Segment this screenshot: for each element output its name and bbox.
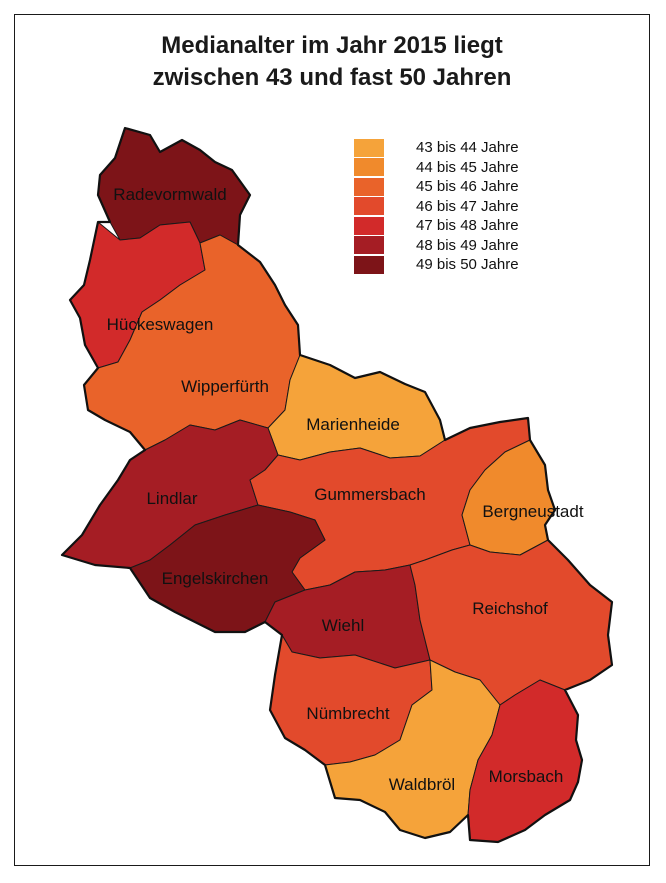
legend-item: 43 bis 44 Jahre — [354, 138, 519, 158]
label-lindlar: Lindlar — [146, 489, 197, 508]
legend-swatch — [354, 236, 384, 255]
label-radevormwald: Radevormwald — [113, 185, 226, 204]
region-marienheide[interactable] — [267, 354, 446, 461]
region-labels: Radevormwald Hückeswagen Wipperfürth Mar… — [107, 185, 584, 794]
legend-label: 44 bis 45 Jahre — [416, 158, 519, 176]
legend-swatch — [354, 255, 384, 274]
label-wipperfuerth: Wipperfürth — [181, 377, 269, 396]
legend-item: 45 bis 46 Jahre — [354, 177, 519, 197]
map-title: Medianalter im Jahr 2015 liegt zwischen … — [14, 30, 650, 94]
legend-item: 44 bis 45 Jahre — [354, 158, 519, 178]
legend-swatch — [354, 177, 384, 196]
legend-label: 48 bis 49 Jahre — [416, 236, 519, 254]
label-engelskirchen: Engelskirchen — [162, 569, 269, 588]
legend-label: 43 bis 44 Jahre — [416, 139, 519, 157]
district-outline — [60, 126, 614, 844]
legend-label: 45 bis 46 Jahre — [416, 178, 519, 196]
legend-swatch — [354, 216, 384, 235]
label-reichshof: Reichshof — [472, 599, 548, 618]
label-waldbroel: Waldbröl — [389, 775, 455, 794]
label-nuembrecht: Nümbrecht — [306, 704, 389, 723]
label-hueckeswagen: Hückeswagen — [107, 315, 214, 334]
label-bergneustadt: Bergneustadt — [482, 502, 583, 521]
title-line-2: zwischen 43 und fast 50 Jahren — [152, 64, 512, 91]
legend-item: 48 bis 49 Jahre — [354, 236, 519, 256]
legend-label: 49 bis 50 Jahre — [416, 256, 519, 274]
label-morsbach: Morsbach — [489, 767, 564, 786]
legend-label: 47 bis 48 Jahre — [416, 217, 519, 235]
legend-item: 46 bis 47 Jahre — [354, 197, 519, 217]
label-wiehl: Wiehl — [322, 616, 365, 635]
legend: 43 bis 44 Jahre 44 bis 45 Jahre 45 bis 4… — [354, 138, 519, 275]
legend-swatch — [354, 138, 384, 157]
title-line-1: Medianalter im Jahr 2015 liegt — [161, 32, 503, 59]
label-gummersbach: Gummersbach — [314, 485, 425, 504]
legend-swatch — [354, 158, 384, 177]
legend-swatch — [354, 197, 384, 216]
legend-item: 47 bis 48 Jahre — [354, 216, 519, 236]
label-marienheide: Marienheide — [306, 415, 400, 434]
legend-item: 49 bis 50 Jahre — [354, 255, 519, 275]
legend-label: 46 bis 47 Jahre — [416, 197, 519, 215]
